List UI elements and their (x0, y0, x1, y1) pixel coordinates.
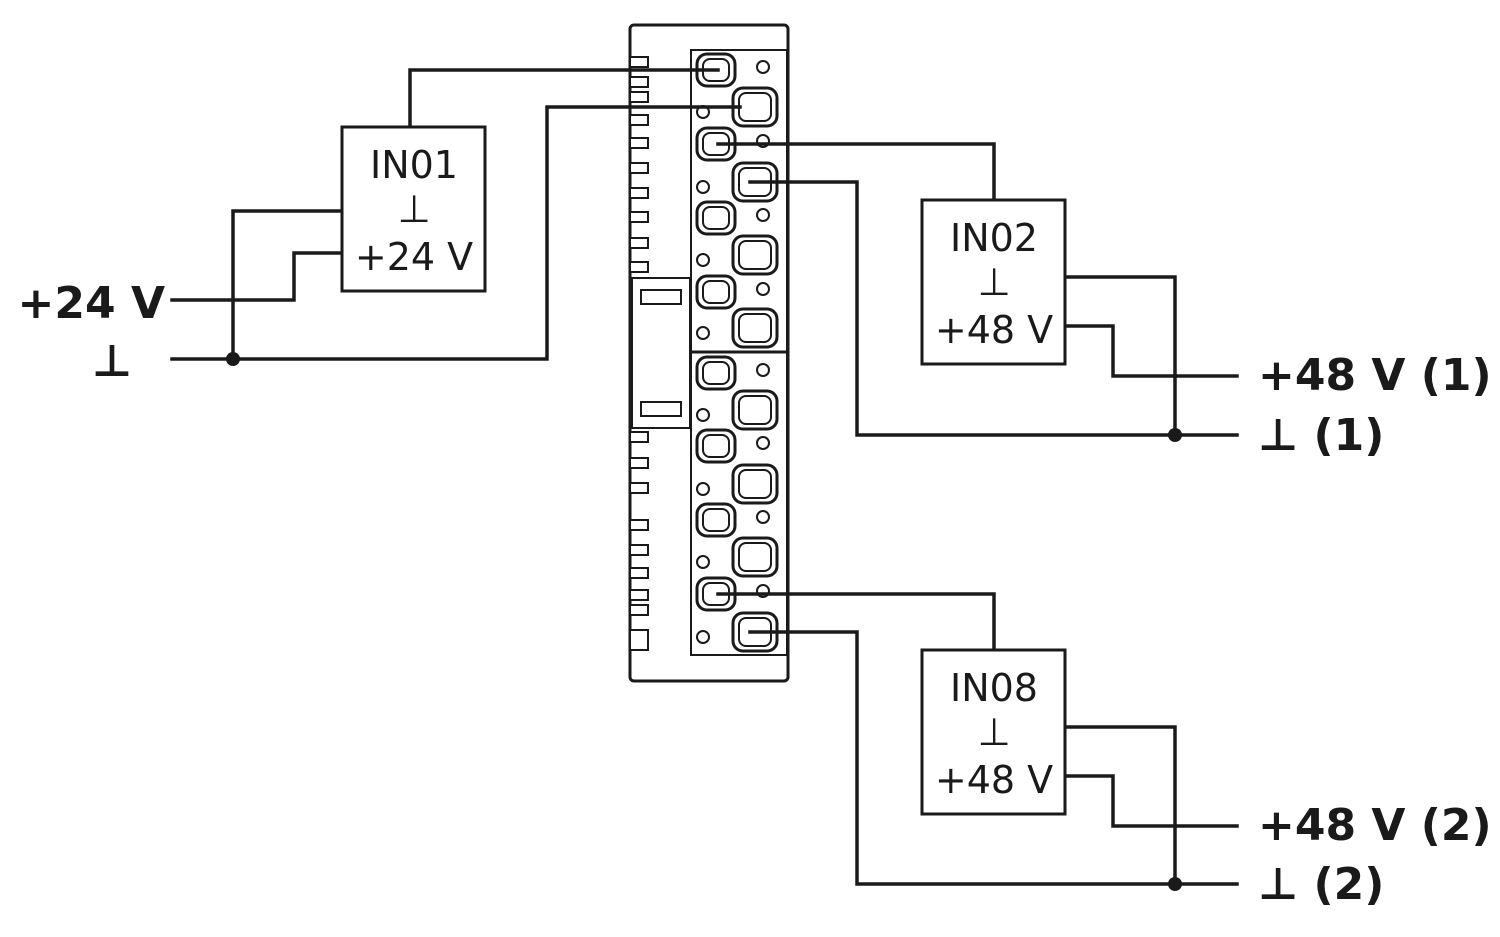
terminal-release-button (756, 436, 770, 450)
terminal-contacts (695, 52, 779, 653)
device-in01-ground-symbol: ⊥ (397, 187, 430, 231)
label-ground-2: ⊥ (2) (1258, 859, 1384, 910)
label-ground-left: ⊥ (92, 336, 132, 387)
terminal-contact (731, 536, 779, 578)
label-48v-supply-2: +48 V (2) (1258, 800, 1492, 851)
device-in02-name: IN02 (950, 216, 1038, 260)
supply-labels: +24 V ⊥ +48 V (1) ⊥ (1) +48 V (2) ⊥ (2) (18, 278, 1492, 910)
terminal-contact (695, 274, 737, 310)
device-in08-voltage: +48 V (935, 758, 1053, 802)
wires (170, 68, 1239, 891)
device-in01: IN01 ⊥ +24 V (340, 125, 487, 293)
terminal-contact (731, 389, 779, 431)
wire-in01-ground (231, 209, 344, 361)
io-module (628, 23, 790, 683)
junction-dot-ground-2 (1168, 877, 1182, 891)
terminal-contact-inner (702, 206, 730, 230)
terminal-contact-inner (702, 361, 730, 385)
device-in02-ground-symbol: ⊥ (977, 260, 1010, 304)
terminal-release-button (696, 555, 710, 569)
wire-in01-signal (408, 68, 720, 129)
module-notches (629, 56, 649, 651)
wire-ground-1 (748, 180, 1239, 437)
device-in08-ground-symbol: ⊥ (977, 710, 1010, 754)
device-in02: IN02 ⊥ +48 V (920, 198, 1067, 366)
terminal-contact-inner (738, 313, 772, 343)
wire-in02-signal (716, 142, 996, 202)
terminal-release-button (756, 208, 770, 222)
terminal-contact (731, 307, 779, 349)
module-led-bottom (640, 401, 682, 417)
terminal-contact (695, 502, 737, 538)
terminal-contact-inner (702, 508, 730, 532)
wire-in08-48v (1063, 774, 1239, 828)
terminal-contact-inner (738, 469, 772, 499)
label-48v-supply-1: +48 V (1) (1258, 350, 1492, 401)
wire-in02-48v (1063, 324, 1239, 378)
device-in01-name: IN01 (370, 143, 458, 187)
device-in01-voltage: +24 V (355, 235, 473, 279)
label-ground-1: ⊥ (1) (1258, 410, 1384, 461)
device-in08: IN08 ⊥ +48 V (920, 648, 1067, 816)
wire-in08-ground (1063, 725, 1177, 886)
junction-dot-left (226, 352, 240, 366)
wire-ground-2 (748, 630, 1239, 886)
terminal-contact (695, 355, 737, 391)
terminal-contact (695, 200, 737, 236)
terminal-contact-inner (702, 434, 730, 458)
wire-in08-signal (716, 592, 996, 652)
terminal-release-button (756, 363, 770, 377)
label-24v-supply: +24 V (18, 278, 165, 329)
terminal-release-button (696, 482, 710, 496)
terminal-contact (695, 428, 737, 464)
terminal-contact-inner (738, 542, 772, 572)
terminal-release-button (696, 630, 710, 644)
terminal-contact-inner (738, 240, 772, 270)
terminal-release-button (696, 408, 710, 422)
terminal-contact-inner (738, 395, 772, 425)
junction-dot-ground-1 (1168, 428, 1182, 442)
terminal-release-button (696, 180, 710, 194)
device-in02-voltage: +48 V (935, 308, 1053, 352)
wire-in02-ground (1063, 275, 1177, 437)
terminal-contact (731, 234, 779, 276)
terminal-release-button (696, 253, 710, 267)
terminal-contact (731, 463, 779, 505)
wire-ground-left (170, 105, 742, 361)
wire-24v-supply (170, 251, 344, 302)
module-led-top (640, 289, 682, 305)
terminal-release-button (756, 282, 770, 296)
terminal-release-button (756, 60, 770, 74)
terminal-release-button (696, 326, 710, 340)
terminal-release-button (756, 510, 770, 524)
terminal-contact-inner (702, 280, 730, 304)
device-in08-name: IN08 (950, 666, 1038, 710)
